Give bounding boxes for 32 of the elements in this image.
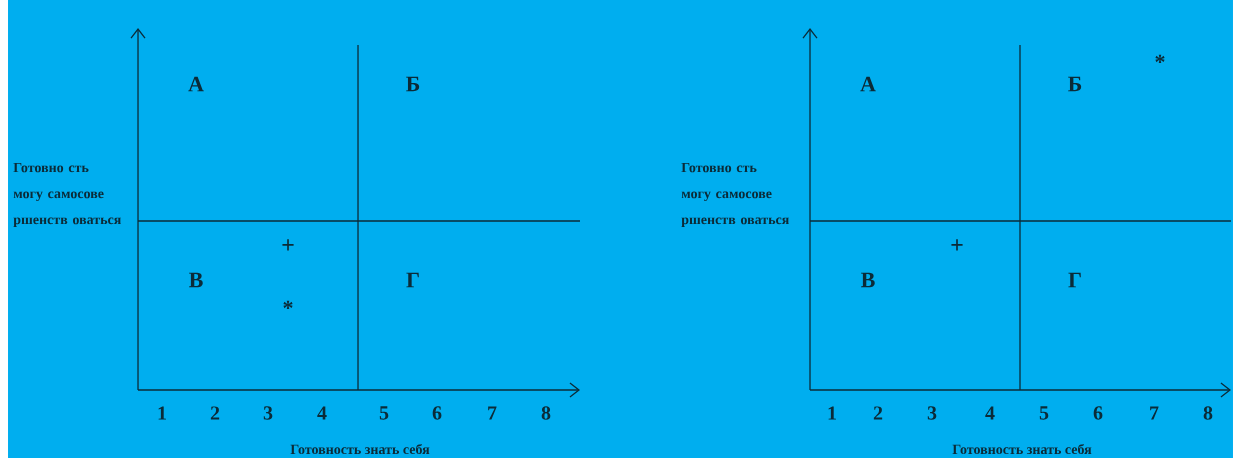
quadrant-letter: В (189, 272, 203, 288)
quadrant-letter: Б (1068, 76, 1082, 92)
tick-label: 1 (158, 406, 166, 420)
tick-label: 8 (541, 406, 551, 420)
tick-label: 8 (1203, 406, 1213, 420)
tick-label: 3 (263, 406, 273, 420)
tick-label: 4 (985, 406, 995, 420)
tick-label: 5 (379, 406, 389, 420)
tick-label: 2 (873, 406, 883, 420)
axis-label-x: Готовность знать себя (952, 443, 1092, 455)
tick-label: 2 (210, 406, 220, 420)
asterisk-marker: * (1155, 54, 1165, 64)
asterisk-marker: * (283, 300, 293, 309)
tick-label: 7 (488, 406, 497, 420)
axis-label-x: Готовность знать себя (290, 443, 430, 455)
plus-marker: + (951, 239, 963, 251)
quadrant-letter: Г (406, 272, 419, 288)
quadrant-letter: А (188, 76, 204, 92)
tick-label: 5 (1039, 406, 1049, 420)
tick-label: 3 (927, 406, 937, 420)
quadrant-letter: А (860, 76, 876, 92)
axis-label-y: Готовно сть могу самосове ршенств оваться (681, 162, 789, 228)
tick-label: 6 (1093, 406, 1103, 420)
plus-marker: + (282, 239, 294, 251)
quadrant-letter: Б (406, 76, 420, 92)
tick-label: 1 (828, 406, 836, 420)
tick-label: 6 (432, 406, 442, 420)
quadrant-letter: Г (1068, 272, 1081, 288)
tick-label: 7 (1150, 406, 1159, 420)
tick-label: 4 (317, 406, 327, 420)
quadrant-letter: В (861, 272, 875, 288)
axis-label-y: Готовно сть могу самосове ршенств оваться (13, 162, 121, 228)
